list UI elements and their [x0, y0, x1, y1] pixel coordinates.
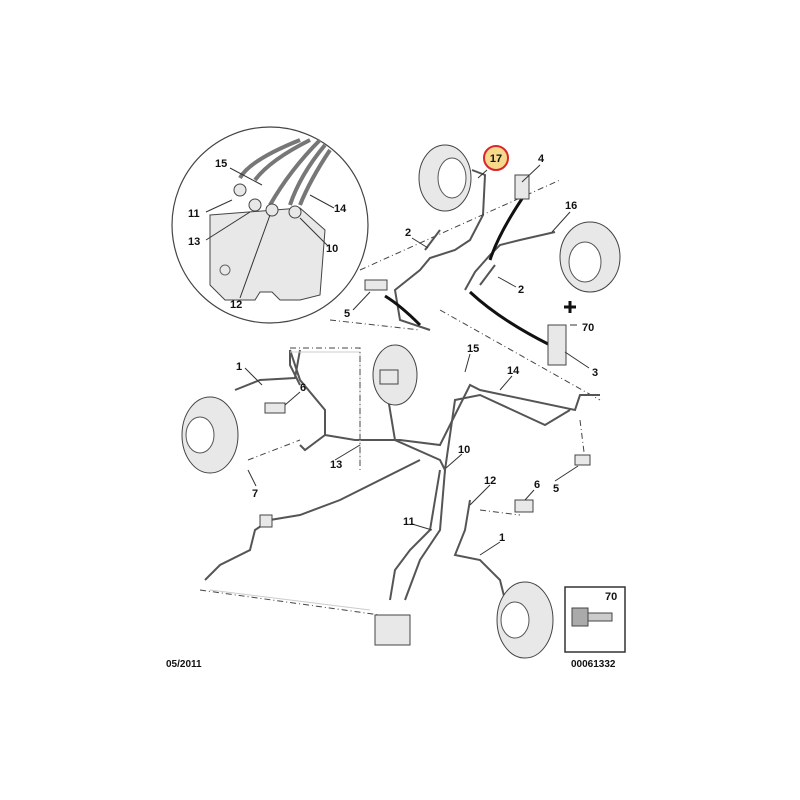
callout-10: 10 — [458, 444, 470, 456]
callout-12: 12 — [484, 475, 496, 487]
inset-leaders — [205, 167, 335, 299]
svg-text:70: 70 — [605, 591, 617, 603]
date-code: 05/2011 — [166, 659, 202, 670]
callout-1: 1 — [236, 361, 242, 373]
rear-right-drum — [559, 221, 621, 293]
callout-1: 1 — [499, 532, 505, 544]
callout-70: 70 — [582, 322, 594, 334]
callout-2: 2 — [518, 284, 524, 296]
highlighted-callout-17: 17 — [483, 145, 509, 171]
front-right-disc — [496, 581, 554, 659]
abs-unit-inset — [171, 126, 369, 324]
callout-10: 10 — [326, 243, 338, 255]
rear-left-drum — [418, 144, 472, 212]
callout-15: 15 — [467, 343, 479, 355]
callouts: 4 16 2 2 5 70 3 1 15 14 6 10 13 7 12 6 5… — [236, 153, 598, 544]
inset-callouts: 15 11 14 13 10 12 — [188, 158, 347, 311]
callout-6: 6 — [534, 479, 540, 491]
callout-5: 5 — [344, 308, 350, 320]
callout-13: 13 — [188, 236, 200, 248]
callout-14: 14 — [334, 203, 347, 215]
callout-3: 3 — [592, 367, 598, 379]
callout-16: 16 — [565, 200, 577, 212]
svg-text:17: 17 — [490, 153, 502, 165]
callout-14: 14 — [507, 365, 520, 377]
callout-7: 7 — [252, 488, 258, 500]
abs-unit — [374, 614, 411, 646]
callout-6: 6 — [300, 382, 306, 394]
callout-15: 15 — [215, 158, 227, 170]
brake-booster — [372, 344, 418, 406]
reference-number: 00061332 — [571, 659, 616, 670]
callout-12: 12 — [230, 299, 242, 311]
callout-11: 11 — [188, 208, 200, 220]
bolt-icon — [571, 607, 613, 627]
front-left-disc — [181, 396, 239, 474]
callout-13: 13 — [330, 459, 342, 471]
callout-2: 2 — [405, 227, 411, 239]
callout-5: 5 — [553, 483, 559, 495]
callout-11: 11 — [403, 516, 415, 528]
detail-box-70: 70 — [564, 586, 626, 653]
callout-4: 4 — [538, 153, 545, 165]
